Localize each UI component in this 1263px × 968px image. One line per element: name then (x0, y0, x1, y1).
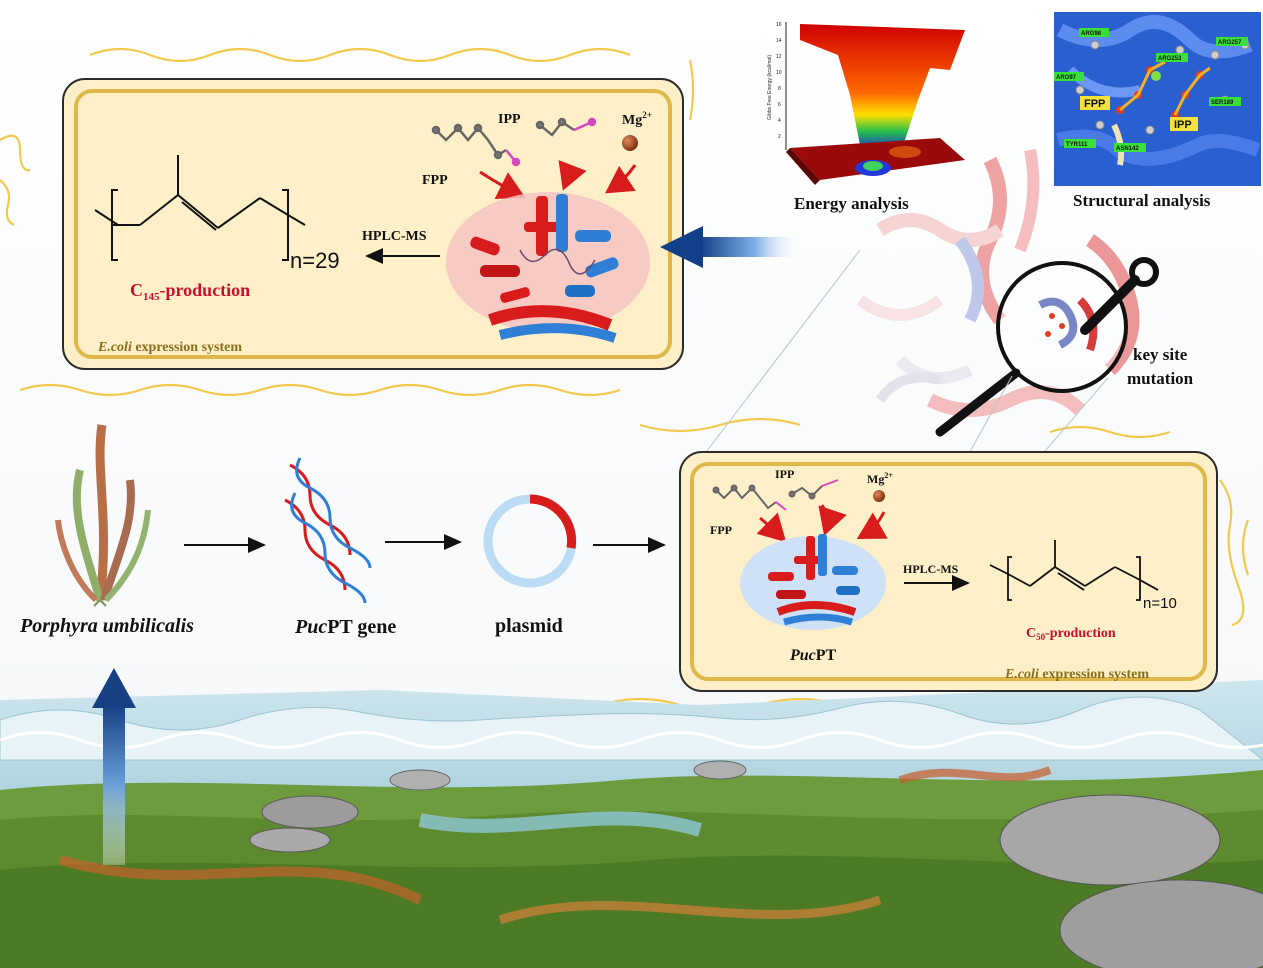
svg-text:SER189: SER189 (1211, 100, 1234, 106)
mg-ion-bottom (873, 490, 885, 502)
ipp-molecule-bottom (788, 479, 839, 500)
svg-text:ARG253: ARG253 (1158, 56, 1182, 62)
svg-text:4: 4 (778, 118, 781, 124)
wrench-icon (1080, 257, 1159, 335)
svg-text:ASN142: ASN142 (1116, 146, 1139, 152)
svg-text:16: 16 (776, 22, 782, 28)
svg-text:6: 6 (778, 102, 781, 108)
energy-landscape-plot: 16 14 12 10 8 6 4 2 Gibbs Free Energy (k… (767, 22, 965, 185)
fpp-label-top: FPP (422, 173, 448, 188)
structural-analysis-label: Structural analysis (1073, 191, 1211, 210)
protein-structure-faded (856, 148, 1140, 417)
svg-text:FPP: FPP (1084, 98, 1105, 110)
enzyme-structure-bottom (740, 534, 886, 630)
svg-text:10: 10 (776, 70, 782, 76)
upward-arrow (92, 668, 136, 865)
mg-label-bottom: Mg2+ (867, 471, 893, 486)
ipp-label-bottom: IPP (775, 467, 794, 481)
substrate-arrows-bottom (756, 504, 888, 543)
dna-helix-icon (284, 457, 372, 604)
ipp-label-top: IPP (498, 112, 521, 127)
energy-analysis-label: Energy analysis (794, 194, 909, 213)
seaweed-illustration (55, 424, 151, 607)
method-label-top: HPLC-MS (362, 229, 427, 244)
svg-text:12: 12 (776, 54, 782, 60)
product-label-bottom: C50-production (1026, 626, 1116, 642)
mutation-label-line2: mutation (1127, 369, 1194, 388)
plasmid-icon (483, 494, 577, 588)
svg-text:2: 2 (778, 134, 781, 140)
polyprenol-structure-top (94, 155, 306, 261)
gene-label: PucPT gene (294, 616, 396, 638)
energy-axis-label: Gibbs Free Energy (kcal/mol) (767, 55, 773, 120)
substrate-arrows-top (479, 160, 637, 200)
enzyme-structure-top (446, 192, 650, 343)
organism-label: Porphyra umbilicalis (19, 615, 194, 637)
product-label-top: C145-production (130, 280, 250, 303)
magnifier-icon (935, 261, 1128, 437)
svg-text:ARG257: ARG257 (1218, 40, 1242, 46)
fpp-label-bottom: FPP (710, 523, 732, 537)
enzyme-label: PucPT (789, 647, 837, 664)
repeat-count-bottom: n=10 (1143, 595, 1177, 612)
plasmid-label: plasmid (495, 615, 563, 637)
fpp-molecule-top (431, 123, 521, 167)
mg-ion-top (622, 135, 638, 151)
svg-text:IPP: IPP (1174, 119, 1192, 131)
svg-text:ARG98: ARG98 (1081, 31, 1102, 37)
mg-label-top: Mg2+ (622, 110, 652, 128)
structural-analysis-image: ARG98 ARG257 ARG253 ARG97 SER189 TYR111 … (1054, 12, 1261, 186)
mutation-label-line1: key site (1133, 345, 1188, 364)
svg-text:TYR111: TYR111 (1066, 142, 1088, 148)
coastal-landscape (0, 680, 1263, 968)
method-label-bottom: HPLC-MS (903, 562, 959, 576)
repeat-count-top: n=29 (290, 248, 340, 273)
system-label-top: E.coli expression system (97, 340, 242, 355)
ipp-molecule-top (535, 117, 597, 137)
bottom-expression-box (679, 451, 1218, 692)
leftward-arrow (660, 226, 800, 268)
svg-text:14: 14 (776, 38, 782, 44)
polyprenol-structure-bottom (989, 540, 1159, 601)
fpp-molecule-bottom (712, 484, 787, 511)
system-label-bottom: E.coli expression system (1004, 667, 1149, 682)
svg-text:8: 8 (778, 86, 781, 92)
svg-text:ARG97: ARG97 (1056, 75, 1077, 81)
